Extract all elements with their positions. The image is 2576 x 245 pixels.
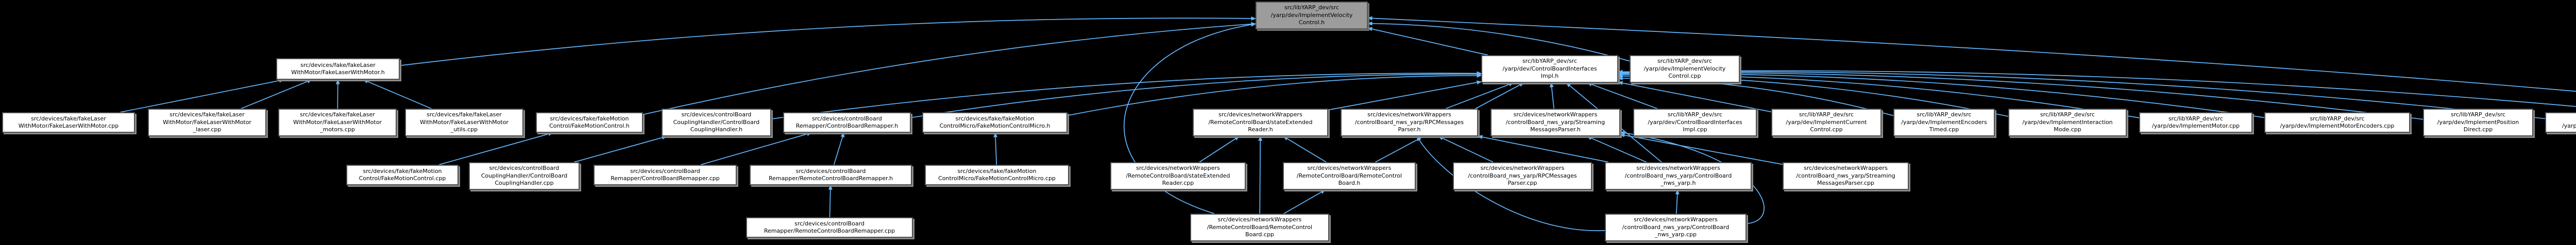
edge-n9-to-n2: [771, 71, 1482, 119]
edge-n6-to-n1: [335, 79, 340, 109]
node-controlboardcouplinghandler-h[interactable]: src/devices/controlBoard CouplingHandler…: [662, 109, 771, 136]
node-implementmotorencoders-cpp[interactable]: src/libYARP_dev/src /yarp/dev/ImplementM…: [2264, 112, 2410, 133]
edge-n22-to-n2: [1618, 70, 2546, 119]
edge-n13-to-n2: [1445, 82, 1514, 109]
node-streamingmessagesparser-h[interactable]: src/devices/networkWrappers /controlBoar…: [1490, 109, 1620, 136]
node-fakelaserwithmotor-motors-cpp[interactable]: src/devices/fake/fakeLaser WithMotor/Fak…: [278, 109, 397, 136]
edge-n33-to-n13: [1478, 135, 1609, 163]
node-controlboardcouplinghandler-cpp[interactable]: src/devices/controlBoard CouplingHandler…: [469, 162, 580, 190]
node-remotecontrolboardremapper-h[interactable]: src/devices/controlBoard Remapper/Remote…: [750, 165, 912, 185]
node-implementvelocitycontrol-cpp[interactable]: src/libYARP_dev/src /yarp/dev/ImplementV…: [1630, 55, 1740, 83]
node-implementencoderstimed-cpp[interactable]: src/libYARP_dev/src /yarp/dev/ImplementE…: [1893, 109, 1995, 136]
edge-n38-to-n28: [828, 185, 833, 218]
edge-n8-to-n0: [642, 22, 1256, 115]
edge-n15-to-n2: [1587, 82, 1658, 109]
node-fakelaserwithmotor-utils-cpp[interactable]: src/devices/fake/fakeLaser WithMotor/Fak…: [405, 109, 523, 136]
edge-n40-to-n13: [1416, 136, 1605, 231]
node-implementpositiondirect-cpp[interactable]: src/libYARP_dev/src /yarp/dev/ImplementP…: [2423, 109, 2533, 136]
node-fakemotioncontrolmicro-h[interactable]: src/devices/fake/fakeMotion ControlMicro…: [922, 112, 1067, 133]
node-rpcmessagesparser-h[interactable]: src/devices/networkWrappers /controlBoar…: [1341, 109, 1478, 136]
edge-n16-to-n2: [1618, 81, 1772, 113]
node-controlboardremapper-cpp[interactable]: src/devices/controlBoard Remapper/Contro…: [594, 165, 737, 185]
edge-n31-to-n12: [1283, 136, 1327, 163]
node-fakelaserwithmotor-laser-cpp[interactable]: src/devices/fake/fakeLaser WithMotor/Fak…: [148, 109, 266, 136]
edge-n7-to-n1: [363, 79, 432, 109]
edge-n39-to-n31: [1283, 189, 1326, 214]
edge-n11-to-n2: [1067, 73, 1482, 116]
node-controlboardremapper-h[interactable]: src/devices/controlBoard Remapper/Contro…: [783, 112, 911, 133]
node-implementmotor-cpp[interactable]: src/libYARP_dev/src /yarp/dev/ImplementM…: [2139, 112, 2252, 133]
node-remotecontrolboard-h[interactable]: src/devices/networkWrappers /RemoteContr…: [1283, 162, 1416, 190]
edge-n12-to-n2: [1328, 80, 1482, 111]
node-streamingmessagesparser-cpp[interactable]: src/devices/networkWrappers /controlBoar…: [1783, 162, 1909, 190]
node-fakelaserwithmotor-cpp[interactable]: src/devices/fake/fakeLaser WithMotor/Fak…: [2, 112, 135, 133]
node-implementremotevariables-cpp[interactable]: src/libYARP_dev/src /yarp/dev/ImplementR…: [2545, 112, 2576, 133]
node-remotecontrolboardremapper-cpp[interactable]: src/devices/controlBoard Remapper/Remote…: [746, 217, 913, 238]
node-implementinteractionmode-cpp[interactable]: src/libYARP_dev/src /yarp/dev/ImplementI…: [2008, 109, 2127, 136]
node-controlboard-nws-yarp-cpp[interactable]: src/devices/networkWrappers /controlBoar…: [1605, 214, 1747, 241]
edge-n34-to-n14: [1620, 133, 1783, 165]
node-fakemotioncontrol-cpp[interactable]: src/devices/fake/fakeMotion Control/Fake…: [346, 165, 459, 185]
edge-n26-to-n9: [574, 135, 667, 163]
node-implementcurrentcontrol-cpp[interactable]: src/libYARP_dev/src /yarp/dev/ImplementC…: [1771, 109, 1882, 136]
node-rpcmessagesparser-cpp[interactable]: src/devices/networkWrappers /controlBoar…: [1453, 162, 1592, 190]
node-controlboardinterfacesimpl-h[interactable]: src/libYARP_dev/src /yarp/dev/ControlBoa…: [1481, 55, 1618, 83]
edge-n2-to-n0: [1367, 27, 1488, 56]
node-fakemotioncontrolmicro-cpp[interactable]: src/devices/fake/fakeMotion ControlMicro…: [925, 165, 1069, 185]
node-fakemotioncontrol-h[interactable]: src/devices/fake/fakeMotion Control/Fake…: [536, 112, 643, 133]
edge-n29-to-n11: [993, 132, 998, 165]
node-controlboardinterfacesimpl-cpp[interactable]: src/libYARP_dev/src /yarp/dev/ControlBoa…: [1633, 109, 1757, 136]
edge-n30-to-n12: [1199, 136, 1240, 163]
edge-n24-to-n0: [1367, 16, 2576, 92]
edge-n5-to-n1: [241, 79, 312, 109]
edge-n23-to-n2: [1618, 69, 2576, 107]
node-stateextendedreader-cpp[interactable]: src/devices/networkWrappers /RemoteContr…: [1110, 162, 1246, 190]
edge-n28-to-n10: [833, 132, 845, 165]
node-fakelaserwithmotor-h[interactable]: src/devices/fake/fakeLaser WithMotor/Fak…: [276, 58, 400, 80]
edge-n39-to-n0: [1124, 22, 1256, 214]
edge-n32-to-n13: [1438, 136, 1494, 163]
edge-n27-to-n10: [700, 132, 812, 165]
node-controlboard-nws-yarp-h[interactable]: src/devices/networkWrappers /controlBoar…: [1605, 162, 1752, 190]
edge-n1-to-n0: [399, 16, 1256, 66]
edge-n4-to-n1: [120, 78, 284, 113]
edge-n3-to-n0: [1367, 21, 1630, 62]
edge-n10-to-n2: [910, 72, 1482, 118]
edge-n33-to-n14: [1587, 136, 1647, 163]
edge-n40-to-n14: [1620, 131, 1765, 224]
edge-n25-to-n8: [438, 132, 553, 165]
node-remotecontrolboard-cpp[interactable]: src/devices/networkWrappers /RemoteContr…: [1190, 214, 1329, 241]
edge-n14-to-n2: [1549, 82, 1554, 109]
node-stateextendedreader-h[interactable]: src/devices/networkWrappers /RemoteContr…: [1193, 109, 1328, 136]
node-implementvelocitycontrol-h[interactable]: src/libYARP_dev/src /yarp/dev/ImplementV…: [1256, 2, 1368, 29]
edge-n40-to-n33: [1675, 189, 1680, 214]
